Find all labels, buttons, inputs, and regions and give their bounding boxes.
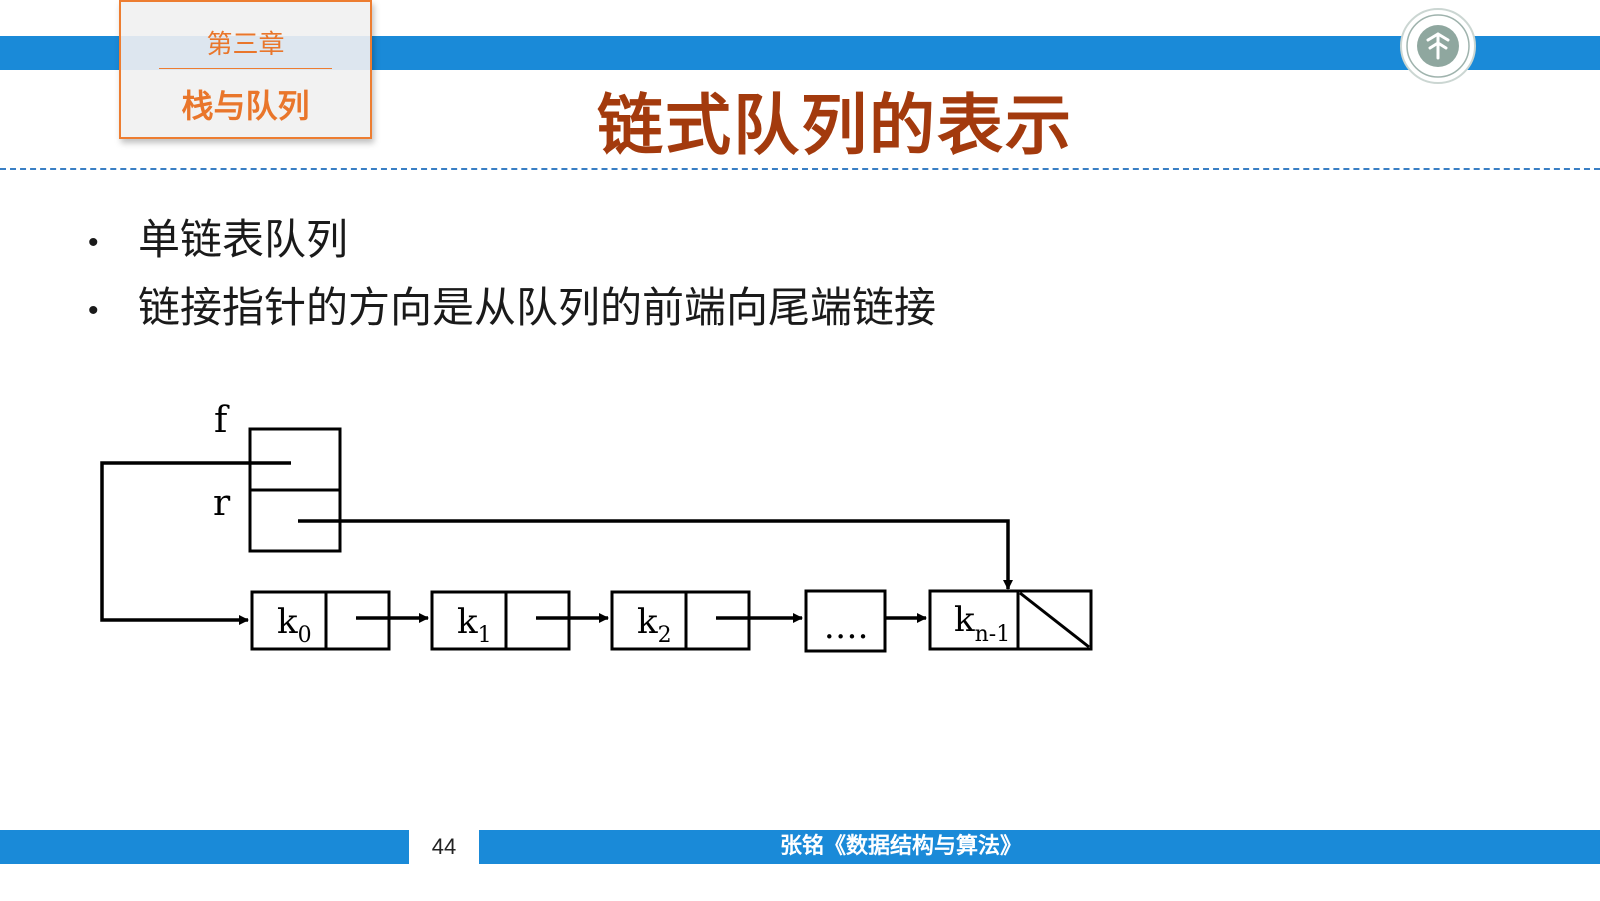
slide-title: 链式队列的表示 (597, 87, 1073, 164)
footer-bar-right (479, 830, 1600, 864)
university-logo (1400, 8, 1476, 84)
ellipsis-label: …. (824, 607, 869, 647)
node-label-subscript: n-1 (975, 622, 1011, 647)
chapter-band (121, 36, 370, 70)
chapter-box: 第三章 栈与队列 (119, 0, 372, 139)
node-label-subscript: 2 (658, 623, 672, 648)
node-label-base: k (954, 600, 975, 640)
node-label-base: k (637, 602, 658, 642)
node-label: k0 (277, 602, 312, 648)
node-label-base: k (277, 602, 298, 642)
node-label-subscript: 0 (298, 623, 312, 648)
bullet-item: • 链接指针的方向是从队列的前端向尾端链接 (88, 278, 936, 346)
node-label-subscript: 1 (478, 623, 492, 648)
front-pointer-label: f (214, 400, 230, 441)
footer-course-title: 张铭《数据结构与算法》 (780, 834, 1023, 859)
chapter-title: 栈与队列 (181, 87, 310, 125)
bullet-text: 链接指针的方向是从队列的前端向尾端链接 (138, 283, 937, 332)
null-pointer-slash (1019, 591, 1090, 649)
node-label-base: k (457, 602, 478, 642)
rear-pointer-label: r (213, 483, 231, 524)
node-label: k1 (457, 602, 492, 648)
bullet-dot: • (88, 226, 99, 259)
chapter-divider (159, 68, 332, 69)
ellipsis-node (804, 589, 887, 653)
bullet-dot: • (88, 294, 99, 327)
queue-node (250, 590, 391, 651)
node-label: k2 (637, 602, 672, 648)
bullet-item: • 单链表队列 (88, 210, 936, 278)
bullet-text: 单链表队列 (138, 215, 349, 264)
queue-node (610, 590, 751, 651)
rear-pointer-link (298, 519, 1013, 590)
page-number: 44 (409, 832, 479, 862)
footer-bar-left (0, 830, 409, 864)
front-pointer-link (100, 461, 291, 625)
chapter-label: 第三章 (206, 30, 285, 60)
node-label: kn-1 (954, 600, 1010, 647)
title-divider (0, 168, 1600, 170)
university-seal-icon (1406, 14, 1470, 78)
tail-node (928, 589, 1093, 651)
queue-node (430, 590, 571, 651)
bullet-list: • 单链表队列 • 链接指针的方向是从队列的前端向尾端链接 (88, 210, 936, 346)
